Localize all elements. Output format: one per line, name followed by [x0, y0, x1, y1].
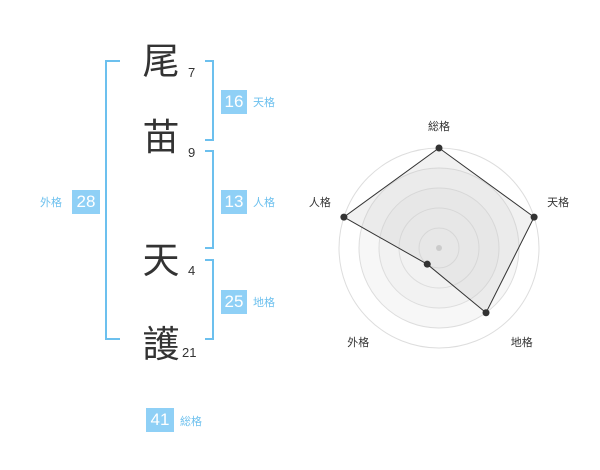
name-char-1: 尾	[142, 40, 180, 83]
radar-center-dot	[436, 245, 442, 251]
gaikaku-badge: 28	[72, 190, 100, 214]
stroke-count-2: 9	[188, 145, 196, 160]
radar-point-2	[530, 213, 538, 221]
radar-axis-label-4: 外格	[347, 335, 369, 349]
radar-point-4	[423, 260, 431, 268]
radar-axis-label-2: 天格	[547, 195, 569, 209]
chikaku-badge: 25	[221, 290, 247, 314]
jinkaku-bracket	[205, 150, 214, 249]
tenkaku-bracket	[205, 60, 214, 141]
tenkaku-label: 天格	[253, 96, 275, 109]
chikaku-bracket	[205, 259, 214, 340]
name-char-4: 護	[142, 323, 180, 366]
radar-point-5	[340, 213, 348, 221]
soukaku-label: 総格	[180, 415, 202, 428]
stroke-count-4: 21	[182, 345, 197, 360]
soukaku-badge: 41	[146, 408, 174, 432]
name-char-2: 苗	[142, 116, 180, 159]
jinkaku-label: 人格	[253, 196, 275, 209]
stroke-count-1: 7	[188, 65, 196, 80]
radar-point-1	[435, 144, 443, 152]
radar-point-3	[482, 309, 490, 317]
radar-axis-label-1: 総格	[428, 119, 450, 133]
jinkaku-badge: 13	[221, 190, 247, 214]
gaikaku-bracket	[105, 60, 120, 340]
radar-series-polygon	[342, 147, 535, 314]
radar-axis-label-5: 人格	[309, 195, 331, 209]
stroke-count-3: 4	[188, 263, 196, 278]
chikaku-label: 地格	[253, 296, 275, 309]
radar-axis-label-3: 地格	[511, 335, 533, 349]
tenkaku-badge: 16	[221, 90, 247, 114]
gaikaku-label: 外格	[40, 196, 62, 209]
name-char-3: 天	[142, 239, 180, 282]
